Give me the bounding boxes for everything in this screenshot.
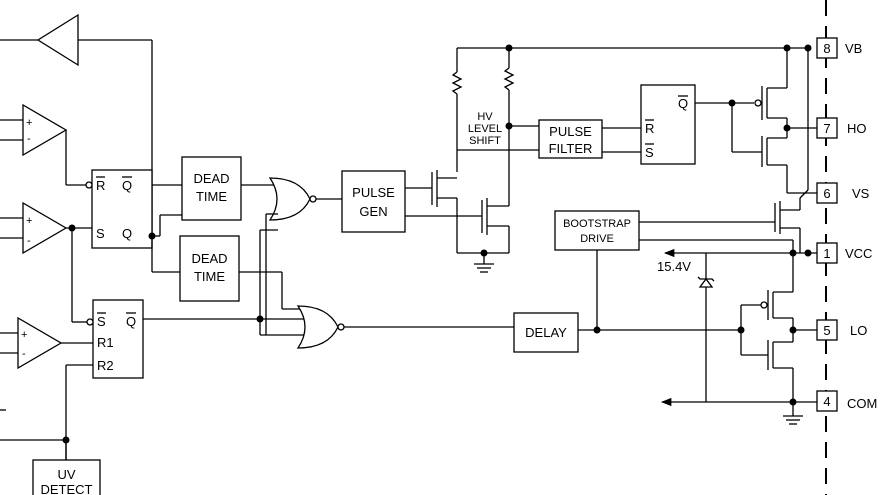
delay-label: DELAY xyxy=(525,325,567,340)
comparator-2-plus: + xyxy=(26,215,32,227)
nor-gate-2 xyxy=(296,305,514,349)
comparator-3-minus: - xyxy=(22,348,26,360)
bootstrap-line1: BOOTSTRAP xyxy=(563,218,631,230)
rs-latch-2-r2: R2 xyxy=(97,358,114,373)
pulse-gen-line1: PULSE xyxy=(352,185,395,200)
hv-level-shift: HV LEVEL SHIFT xyxy=(431,44,812,273)
com-rail xyxy=(660,397,817,425)
comparator-3-plus: + xyxy=(21,329,27,341)
pulse-filter-line1: PULSE xyxy=(549,124,592,139)
pin-6: 6 VS xyxy=(816,182,870,204)
uv-detect: UV DETECT xyxy=(0,436,101,495)
pin-4-name: COM xyxy=(847,396,877,411)
dead-time-2-line2: TIME xyxy=(194,269,225,284)
dead-time-2: DEAD TIME xyxy=(179,235,303,310)
hv-level-shift-line1: HV xyxy=(477,111,493,123)
pin-4-number: 4 xyxy=(823,394,830,409)
comparator-3: + - xyxy=(0,316,93,411)
rs-latch-1-s: S xyxy=(96,226,105,241)
pin-1: 1 VCC xyxy=(816,242,872,264)
comparator-2-minus: - xyxy=(27,235,31,247)
rs-latch-3-r-bar: R xyxy=(645,121,654,136)
rs-latch-3-s-bar: S xyxy=(645,145,654,160)
pulse-gen-line2: GEN xyxy=(359,204,387,219)
comparator-1: + - xyxy=(0,103,87,186)
hv-level-shift-line2: LEVEL xyxy=(468,123,502,135)
pin-5-number: 5 xyxy=(823,323,830,338)
pin-1-number: 1 xyxy=(823,246,830,261)
pin-5: 5 LO xyxy=(816,319,867,341)
pin-8-name: VB xyxy=(845,41,862,56)
rs-latch-3-q-bar: Q xyxy=(678,96,688,111)
uv-detect-line2: DETECT xyxy=(41,482,93,495)
rs-latch-3: Q R S xyxy=(640,84,762,165)
low-side-output xyxy=(740,253,817,402)
rs-latch-1-r: R xyxy=(96,178,105,193)
pulse-gen: PULSE GEN xyxy=(341,170,482,233)
rs-latch-2-q-bar: Q xyxy=(126,314,136,329)
pin-4: 4 COM xyxy=(816,390,877,412)
rs-latch-1-q: Q xyxy=(122,226,132,241)
pin-5-name: LO xyxy=(850,323,867,338)
pin-6-number: 6 xyxy=(823,186,830,201)
pin-7-name: HO xyxy=(847,121,867,136)
hv-level-shift-line3: SHIFT xyxy=(469,135,501,147)
pulse-filter: PULSE FILTER xyxy=(538,119,641,159)
pin-7: 7 HO xyxy=(816,117,867,139)
comparator-1-plus: + xyxy=(26,117,32,129)
pin-8-number: 8 xyxy=(823,41,830,56)
pin-6-name: VS xyxy=(852,186,870,201)
delay-block: DELAY xyxy=(513,312,745,353)
dead-time-2-line1: DEAD xyxy=(191,251,227,266)
rs-latch-1: R Q S Q xyxy=(85,169,182,273)
pulse-filter-line2: FILTER xyxy=(549,141,593,156)
dead-time-1-line1: DEAD xyxy=(193,171,229,186)
uv-detect-line1: UV xyxy=(57,467,75,482)
rs-latch-2-r1: R1 xyxy=(97,335,114,350)
comparator-2: + - xyxy=(0,201,92,323)
rs-latch-2: S Q R1 R2 xyxy=(65,229,305,460)
zener-voltage: 15.4V xyxy=(657,259,691,274)
rs-latch-2-s-bar: S xyxy=(97,314,106,329)
bootstrap-line2: DRIVE xyxy=(580,233,614,245)
high-side-output xyxy=(754,48,817,199)
rs-latch-1-q-bar: Q xyxy=(122,178,132,193)
bootstrap-drive: BOOTSTRAP DRIVE xyxy=(554,198,801,330)
pin-8: 8 VB xyxy=(816,37,862,59)
nor-gate-1 xyxy=(265,177,342,335)
pin-1-name: VCC xyxy=(845,246,872,261)
dead-time-1: DEAD TIME xyxy=(181,156,275,221)
pin-7-number: 7 xyxy=(823,121,830,136)
vcc-rail: 15.4V xyxy=(657,248,817,402)
comparator-1-minus: - xyxy=(27,133,31,145)
dead-time-1-line2: TIME xyxy=(196,189,227,204)
